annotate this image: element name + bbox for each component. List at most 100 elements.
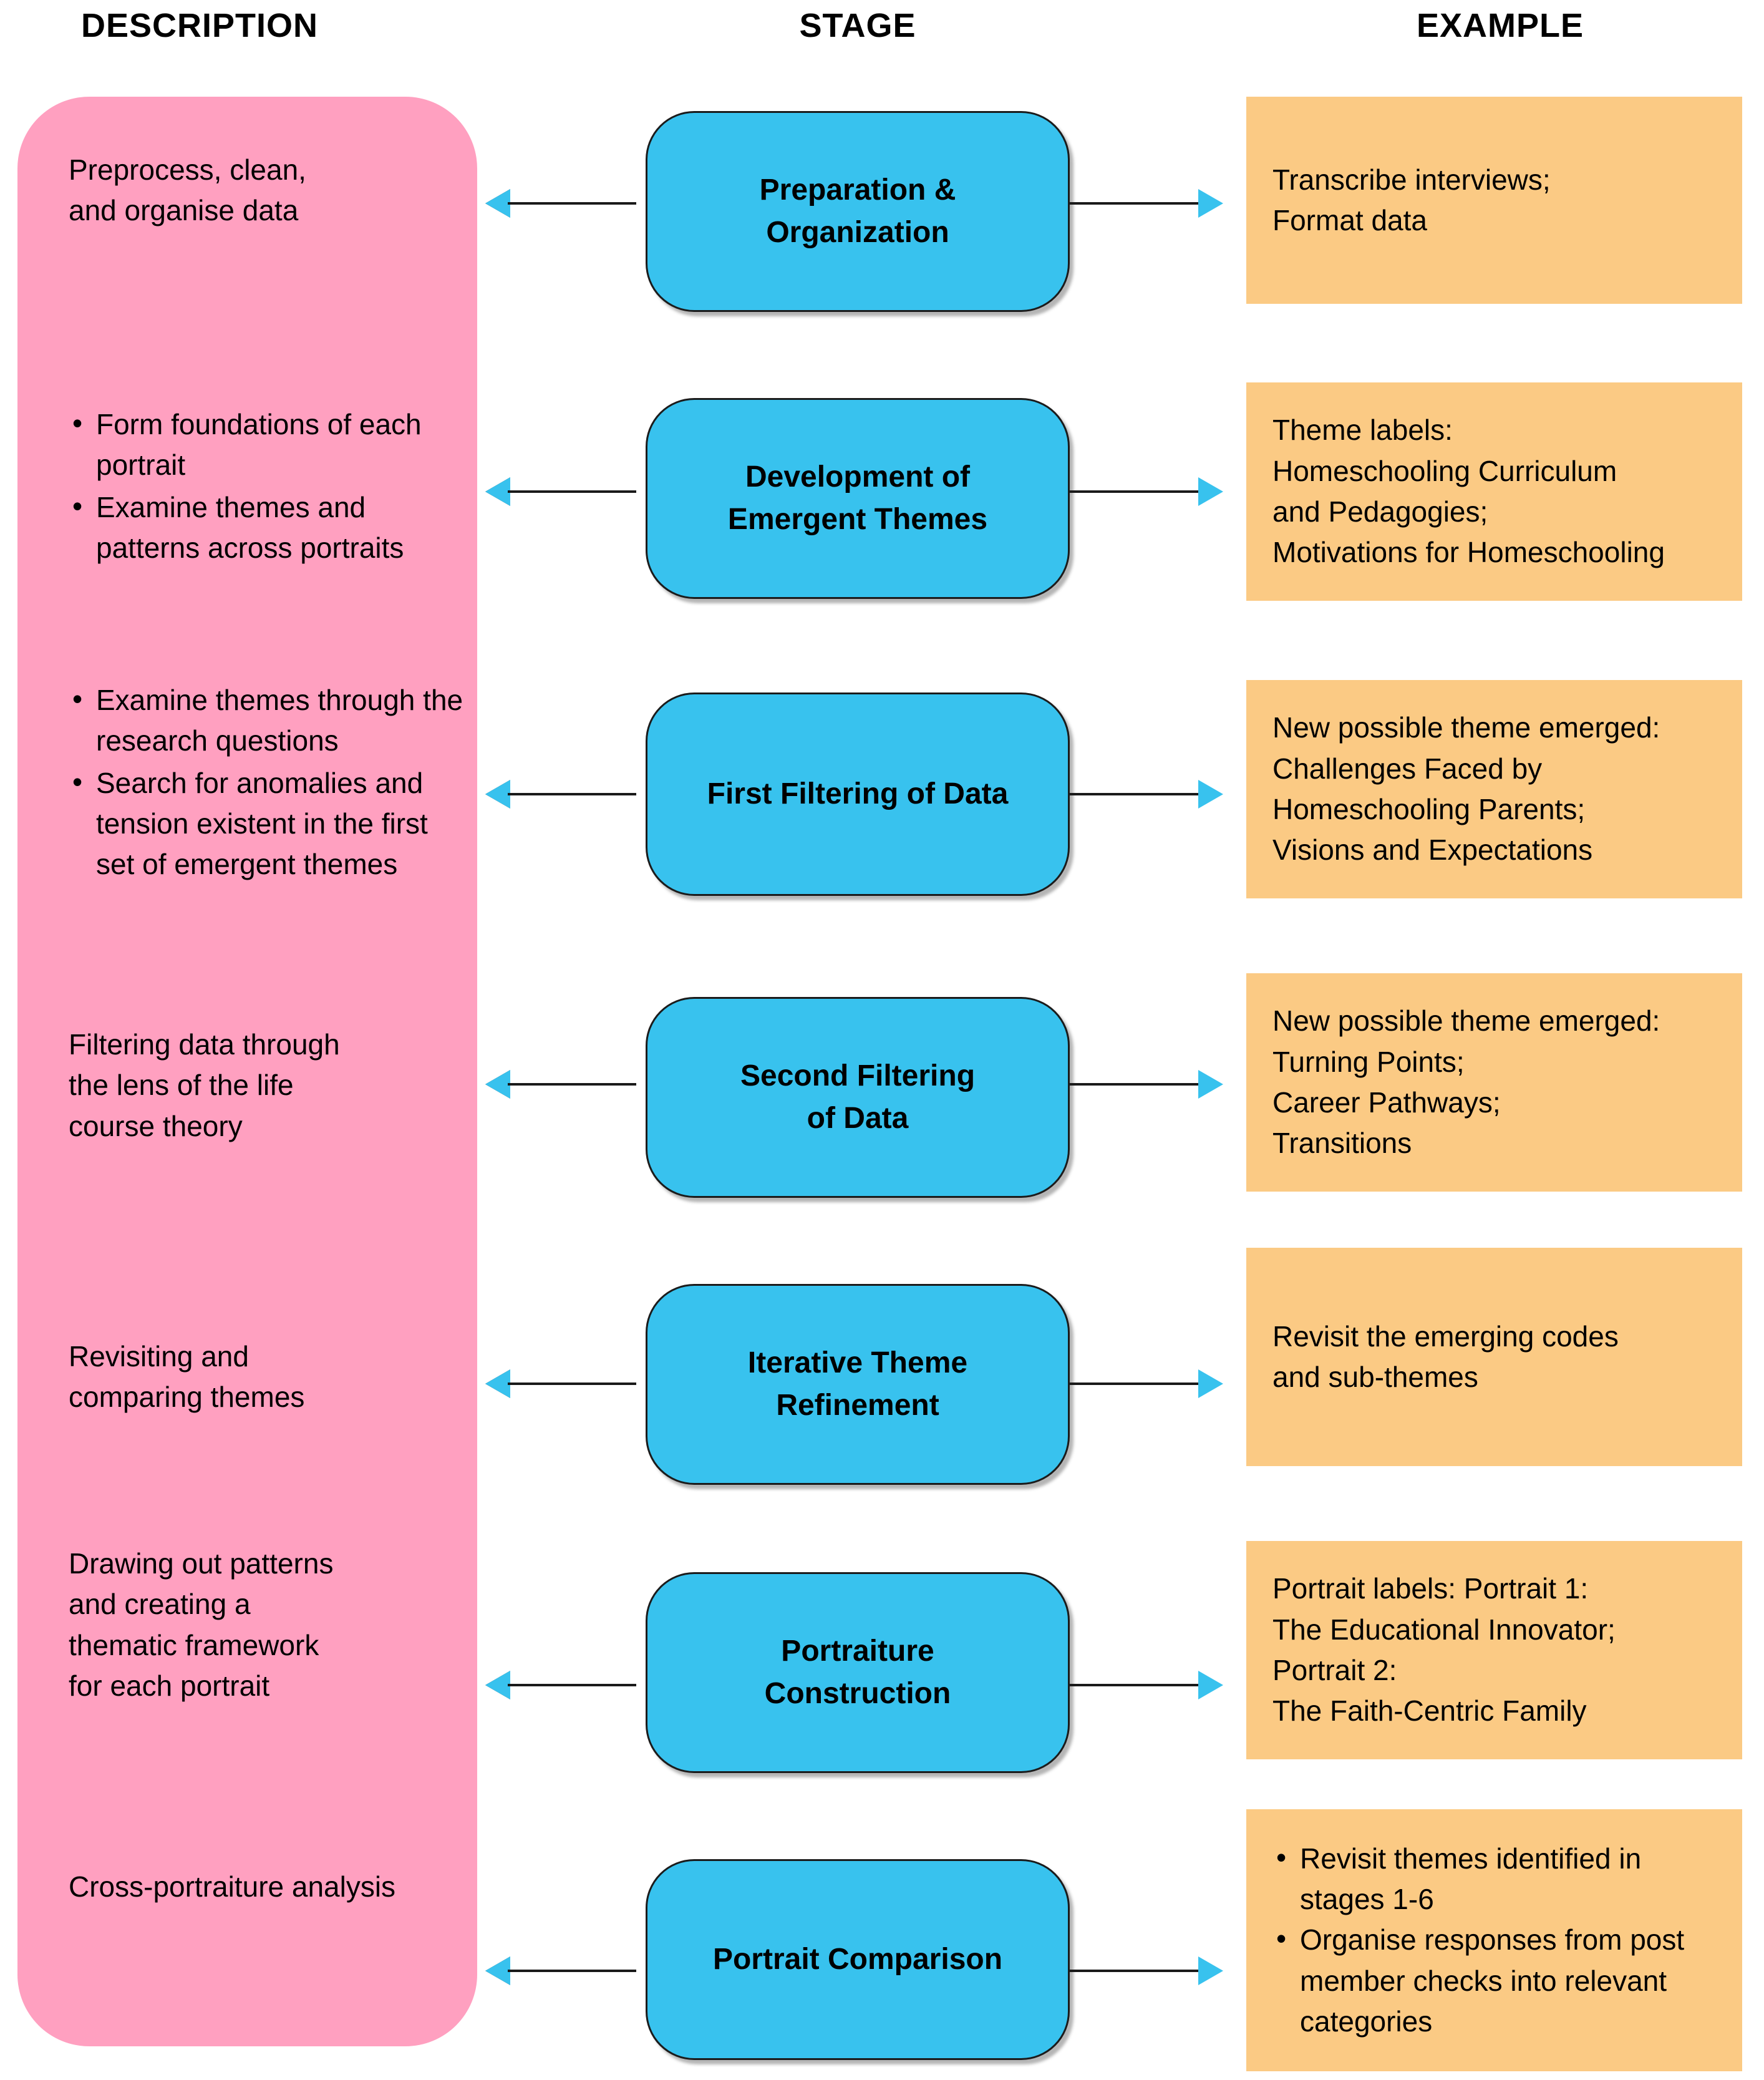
stage-label-line: Iterative Theme bbox=[747, 1346, 968, 1379]
stage-label-line: Construction bbox=[764, 1677, 951, 1710]
stage-label-line: Development of bbox=[745, 460, 971, 493]
arrow-left-icon bbox=[485, 477, 636, 506]
description-bullet-item: Examine themes through the research ques… bbox=[72, 679, 468, 762]
stage-label-line: Organization bbox=[766, 216, 949, 249]
arrow-left-shaft bbox=[508, 1970, 636, 1972]
example-box: Revisit the emerging codes and sub-themes bbox=[1246, 1248, 1742, 1466]
stage-label: First Filtering of Data bbox=[707, 773, 1009, 815]
description-bullet-list: Form foundations of each portraitExamine… bbox=[69, 403, 468, 569]
arrow-right-head-icon bbox=[1198, 477, 1223, 506]
example-line: and sub-themes bbox=[1272, 1361, 1478, 1393]
description-line: Revisiting and bbox=[69, 1340, 249, 1373]
stage-label: Second Filtering of Data bbox=[740, 1055, 975, 1140]
arrow-right-icon bbox=[1070, 780, 1223, 809]
description-bullet-item: Form foundations of each portrait bbox=[72, 403, 468, 486]
example-bullet-item: Revisit themes identified in stages 1-6 bbox=[1276, 1837, 1718, 1920]
example-line: Career Pathways; bbox=[1272, 1086, 1501, 1119]
description-line: for each portrait bbox=[69, 1669, 270, 1702]
column-header-description: DESCRIPTION bbox=[80, 7, 319, 44]
arrow-left-head-icon bbox=[485, 1070, 510, 1099]
arrow-left-shaft bbox=[508, 793, 636, 795]
arrow-right-icon bbox=[1070, 1070, 1223, 1099]
column-header-stage: STAGE bbox=[799, 7, 916, 44]
example-box: Revisit themes identified in stages 1-6O… bbox=[1246, 1809, 1742, 2071]
example-line: Turning Points; bbox=[1272, 1045, 1465, 1078]
stage-label-line: of Data bbox=[807, 1102, 909, 1135]
arrow-left-icon bbox=[485, 1671, 636, 1699]
arrow-right-head-icon bbox=[1198, 1070, 1223, 1099]
description-line: the lens of the life bbox=[69, 1069, 294, 1102]
arrow-right-shaft bbox=[1070, 793, 1198, 795]
stage-box[interactable]: Second Filtering of Data bbox=[646, 997, 1070, 1198]
example-box: New possible theme emerged:Challenges Fa… bbox=[1246, 680, 1742, 898]
stage-label-line: Portraiture bbox=[781, 1634, 934, 1668]
example-line: New possible theme emerged: bbox=[1272, 711, 1660, 744]
example-content: Revisit themes identified in stages 1-6O… bbox=[1272, 1837, 1718, 2043]
stage-label-line: Refinement bbox=[776, 1389, 939, 1422]
description-line: and creating a bbox=[69, 1588, 251, 1621]
example-box: New possible theme emerged:Turning Point… bbox=[1246, 973, 1742, 1192]
example-box: Portrait labels: Portrait 1:The Educatio… bbox=[1246, 1541, 1742, 1759]
example-content: Revisit the emerging codes and sub-themes bbox=[1272, 1316, 1619, 1398]
arrow-right-head-icon bbox=[1198, 1369, 1223, 1398]
arrow-left-head-icon bbox=[485, 1956, 510, 1985]
example-line: Transitions bbox=[1272, 1127, 1412, 1160]
stage-label-line: Emergent Themes bbox=[727, 503, 988, 536]
arrow-right-shaft bbox=[1070, 1970, 1198, 1972]
example-line: The Faith-Centric Family bbox=[1272, 1694, 1587, 1728]
example-line: Homeschooling Curriculum bbox=[1272, 454, 1617, 487]
arrow-left-head-icon bbox=[485, 1671, 510, 1699]
description-cell: Examine themes through the research ques… bbox=[69, 679, 468, 887]
arrow-left-head-icon bbox=[485, 1369, 510, 1398]
example-line: Theme labels: bbox=[1272, 414, 1453, 447]
description-line: Cross-portraiture analysis bbox=[69, 1870, 396, 1903]
stage-box[interactable]: Development of Emergent Themes bbox=[646, 398, 1070, 599]
stage-label-line: First Filtering of Data bbox=[707, 777, 1009, 810]
stage-box[interactable]: Preparation &Organization bbox=[646, 111, 1070, 312]
arrow-right-icon bbox=[1070, 189, 1223, 218]
arrow-left-shaft bbox=[508, 1684, 636, 1686]
example-line: Format data bbox=[1272, 204, 1427, 236]
example-line: Transcribe interviews; bbox=[1272, 163, 1551, 196]
arrow-right-icon bbox=[1070, 1956, 1223, 1985]
example-line: The Educational Innovator; bbox=[1272, 1613, 1616, 1646]
arrow-right-shaft bbox=[1070, 1083, 1198, 1086]
example-line: Portrait 2: bbox=[1272, 1654, 1397, 1686]
description-bullet-item: Examine themes and patterns across portr… bbox=[72, 486, 468, 569]
example-line: Homeschooling Parents; bbox=[1272, 793, 1586, 825]
description-line: Preprocess, clean, bbox=[69, 153, 306, 186]
description-cell: Cross-portraiture analysis bbox=[69, 1867, 468, 1907]
arrow-left-icon bbox=[485, 1369, 636, 1398]
arrow-right-icon bbox=[1070, 477, 1223, 506]
arrow-right-shaft bbox=[1070, 1383, 1198, 1385]
description-line: course theory bbox=[69, 1109, 243, 1142]
arrow-right-shaft bbox=[1070, 1684, 1198, 1686]
description-line: Drawing out patterns bbox=[69, 1547, 334, 1580]
description-bullet-list: Examine themes through the research ques… bbox=[69, 679, 468, 885]
description-line: comparing themes bbox=[69, 1381, 305, 1414]
arrow-right-shaft bbox=[1070, 202, 1198, 205]
example-line: Revisit the emerging codes bbox=[1272, 1319, 1619, 1353]
arrow-right-icon bbox=[1070, 1671, 1223, 1699]
description-line: Filtering data through bbox=[69, 1028, 340, 1061]
description-cell: Form foundations of each portraitExamine… bbox=[69, 403, 468, 570]
example-bullet-item: Organise responses from post member chec… bbox=[1276, 1918, 1718, 2042]
description-bullet-item: Search for anomalies and tension existen… bbox=[72, 762, 468, 885]
stage-box[interactable]: Portrait Comparison bbox=[646, 1859, 1070, 2060]
example-content: New possible theme emerged:Challenges Fa… bbox=[1272, 707, 1660, 870]
arrow-left-icon bbox=[485, 1070, 636, 1099]
arrow-right-head-icon bbox=[1198, 780, 1223, 809]
arrow-left-shaft bbox=[508, 202, 636, 205]
arrow-left-shaft bbox=[508, 1383, 636, 1385]
stage-label-line: Portrait Comparison bbox=[712, 1942, 1003, 1976]
stage-label-line: Second Filtering bbox=[740, 1059, 976, 1092]
arrow-left-head-icon bbox=[485, 780, 510, 809]
example-content: New possible theme emerged:Turning Point… bbox=[1272, 1001, 1660, 1164]
arrow-right-icon bbox=[1070, 1369, 1223, 1398]
stage-box[interactable]: First Filtering of Data bbox=[646, 693, 1070, 896]
